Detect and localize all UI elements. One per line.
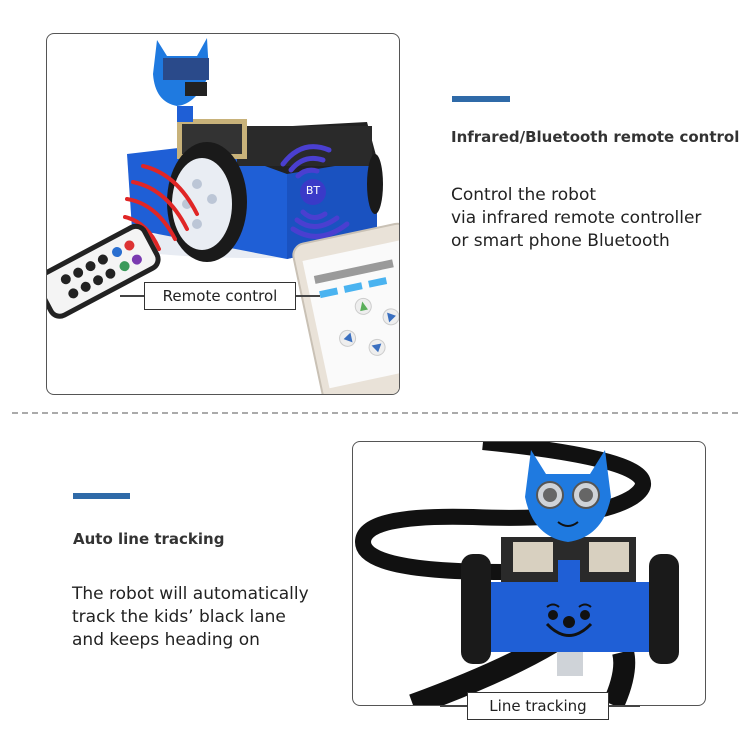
section1-body-line: Control the robot: [451, 185, 597, 205]
section2-body-line: and keeps heading on: [72, 630, 260, 650]
cat-head-icon: [525, 450, 611, 542]
smartphone-app-icon: [292, 222, 399, 394]
line-tracking-label: Line tracking: [467, 692, 609, 720]
section1-body-line: or smart phone Bluetooth: [451, 231, 670, 251]
section2-heading: Auto line tracking: [73, 530, 225, 548]
bluetooth-badge-label: BT: [305, 184, 321, 197]
ir-remote-icon: [47, 223, 161, 319]
section1-body-line: via infrared remote controller: [451, 208, 702, 228]
section-divider: [12, 412, 738, 414]
section2-body-line: The robot will automatically: [72, 584, 309, 604]
section2-body-line: track the kids’ black lane: [72, 607, 286, 627]
section2-body: The robot will automatically track the k…: [72, 583, 309, 652]
remote-control-image-frame: [46, 33, 400, 395]
section1-accent-bar: [452, 96, 510, 102]
line-tracking-image-frame: [352, 441, 706, 706]
bluetooth-badge-icon: [300, 179, 326, 205]
remote-control-label: Remote control: [144, 282, 296, 310]
section1-heading: Infrared/Bluetooth remote control: [451, 128, 740, 146]
remote-control-robot-illustration: [47, 38, 399, 394]
section1-body: Control the robot via infrared remote co…: [451, 184, 701, 253]
section2-accent-bar: [73, 493, 130, 499]
line-tracking-robot-illustration: [354, 442, 679, 705]
